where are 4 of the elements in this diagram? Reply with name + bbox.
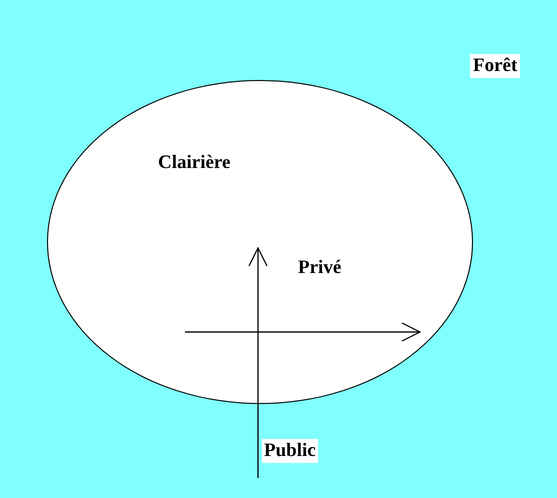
area-label: Privé [298, 256, 342, 280]
area-label: Clairière [158, 151, 230, 175]
area-label: Public [262, 439, 318, 463]
area-label: Forêt [470, 54, 520, 78]
